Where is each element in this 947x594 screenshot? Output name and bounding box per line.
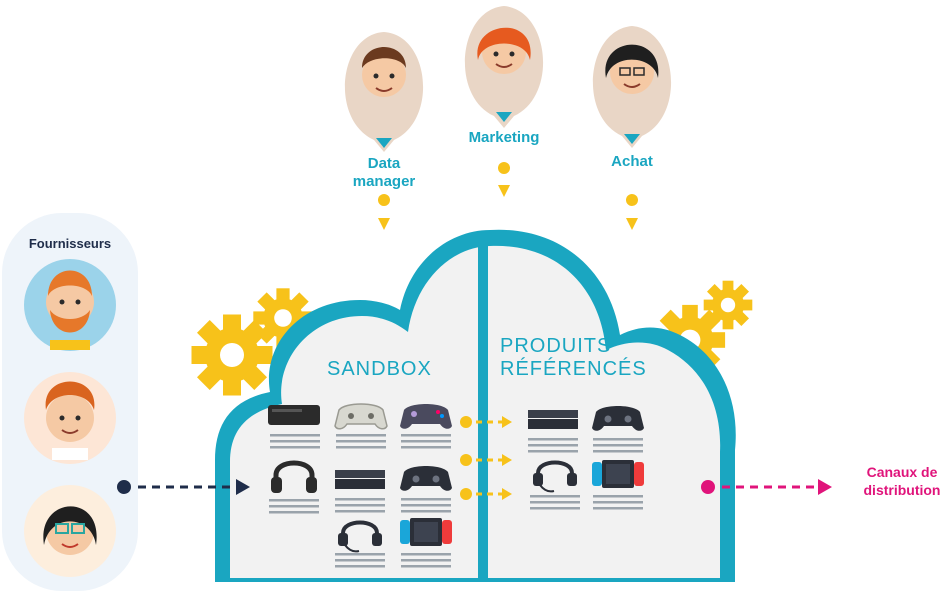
distribution-label-line2: distribution	[864, 482, 941, 498]
role-label: Marketing	[469, 129, 540, 146]
transfer-arrow	[460, 488, 512, 500]
supplier-input-arrow	[117, 479, 250, 495]
product-gamepad-white	[334, 403, 388, 449]
avatar-woman-glasses-icon	[24, 485, 116, 577]
product-headset	[269, 460, 319, 514]
role-marketing: Marketing	[464, 6, 544, 197]
gamepad-purple-icon	[400, 404, 452, 429]
product-switch	[400, 518, 452, 568]
gamepad-black-icon	[400, 466, 452, 491]
ref-product-gamepad-black	[592, 406, 644, 453]
gamepad-white-icon	[334, 403, 388, 430]
distribution-output-arrow	[701, 479, 832, 495]
suppliers-panel: Fournisseurs	[2, 213, 138, 591]
distribution-label-line1: Canaux de	[867, 464, 938, 480]
role-achat: Achat	[592, 26, 672, 230]
role-data-manager: Data manager	[344, 32, 424, 230]
role-label: manager	[353, 173, 416, 190]
transfer-arrows	[460, 416, 512, 500]
referenced-title-line1: PRODUITS	[500, 335, 611, 357]
switch-console-icon	[400, 520, 410, 544]
headset-mic-icon	[533, 473, 543, 486]
console-box-icon	[268, 405, 320, 425]
headset-icon	[271, 477, 282, 493]
ref-product-headset-mic	[530, 460, 580, 510]
role-label: Data	[368, 155, 401, 172]
role-label: Achat	[611, 153, 653, 170]
avatar-curly-hair-man-icon	[24, 372, 116, 464]
product-headset-mic	[335, 520, 385, 568]
transfer-arrow	[460, 416, 512, 428]
product-gamepad-purple	[400, 404, 452, 449]
ref-product-switch	[592, 460, 644, 510]
headset-mic-icon	[338, 533, 348, 546]
sandbox-title: SANDBOX	[327, 358, 432, 380]
gear-icon	[703, 280, 753, 330]
cloud-container	[215, 229, 736, 582]
console-slim-icon	[335, 470, 385, 478]
suppliers-title: Fournisseurs	[29, 236, 111, 251]
product-console-slim	[335, 470, 385, 513]
switch-console-icon	[592, 462, 602, 486]
product-console-box	[268, 405, 320, 449]
ref-product-console-slim	[528, 410, 578, 453]
console-slim-icon	[528, 410, 578, 418]
referenced-title-line2: RÉFÉRENCÉS	[500, 357, 647, 380]
gamepad-black-icon	[592, 406, 644, 431]
gear-icon	[191, 314, 273, 396]
transfer-arrow	[460, 454, 512, 466]
product-gamepad-black	[400, 466, 452, 513]
avatar-bearded-man-icon	[24, 259, 116, 351]
